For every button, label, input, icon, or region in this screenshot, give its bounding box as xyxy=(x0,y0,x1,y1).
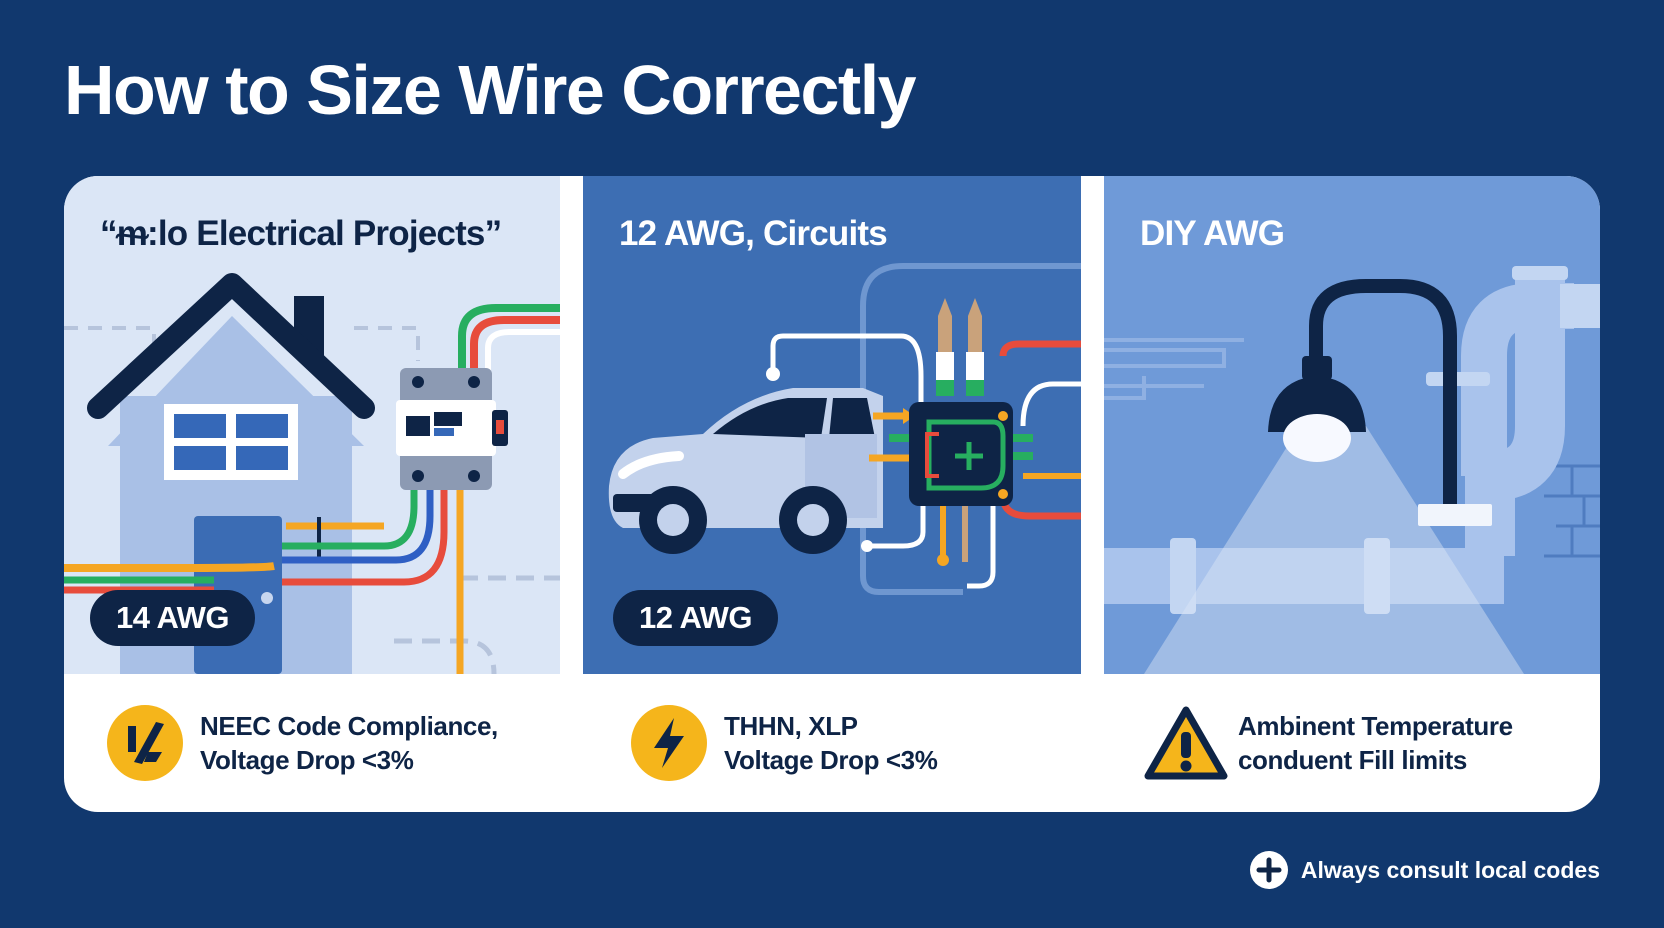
awg-badge: 14 AWG xyxy=(90,590,255,646)
feature-line: Voltage Drop <3% xyxy=(200,745,414,775)
feature-wire-types: THHN, XLP Voltage Drop <3% xyxy=(630,698,938,788)
panel-house-wiring: “ᵯ:lo Electrical Projects” 14 AWG xyxy=(64,176,560,674)
panel-lamp-pipes: DIY AWG xyxy=(1104,176,1600,674)
footer-note: Always consult local codes xyxy=(1249,850,1600,890)
lightning-icon xyxy=(630,704,708,782)
panel-title: “ᵯ:lo Electrical Projects” xyxy=(100,214,502,253)
car-circuit-illustration xyxy=(608,263,1081,595)
feature-line: Voltage Drop <3% xyxy=(724,745,938,775)
gauge-slash-icon xyxy=(106,704,184,782)
awg-badge: 12 AWG xyxy=(613,590,778,646)
feature-text: NEEC Code Compliance, Voltage Drop <3% xyxy=(200,709,498,777)
info-card: “ᵯ:lo Electrical Projects” 14 AWG xyxy=(64,176,1600,812)
warning-icon xyxy=(1144,704,1228,782)
feature-line: conduent Fill limits xyxy=(1238,745,1467,775)
feature-text: THHN, XLP Voltage Drop <3% xyxy=(724,709,938,777)
panel-car-circuit: 12 AWG, Circuits 12 AWG xyxy=(583,176,1081,674)
panel-title: 12 AWG, Circuits xyxy=(619,214,888,253)
feature-temperature-fill: Ambinent Temperature conduent Fill limit… xyxy=(1144,698,1513,788)
feature-text: Ambinent Temperature conduent Fill limit… xyxy=(1238,709,1513,777)
panel-title: DIY AWG xyxy=(1140,214,1285,253)
feature-line: THHN, XLP xyxy=(724,711,858,741)
footer-text: Always consult local codes xyxy=(1300,856,1600,883)
feature-line: Ambinent Temperature xyxy=(1238,711,1513,741)
house-wiring-illustration xyxy=(64,273,560,674)
feature-line: NEEC Code Compliance, xyxy=(200,711,498,741)
lamp-pipes-illustration xyxy=(1104,266,1600,674)
page-title: How to Size Wire Correctly xyxy=(64,51,917,129)
plus-circle-icon xyxy=(1249,850,1289,890)
feature-code-compliance: NEEC Code Compliance, Voltage Drop <3% xyxy=(106,698,498,788)
